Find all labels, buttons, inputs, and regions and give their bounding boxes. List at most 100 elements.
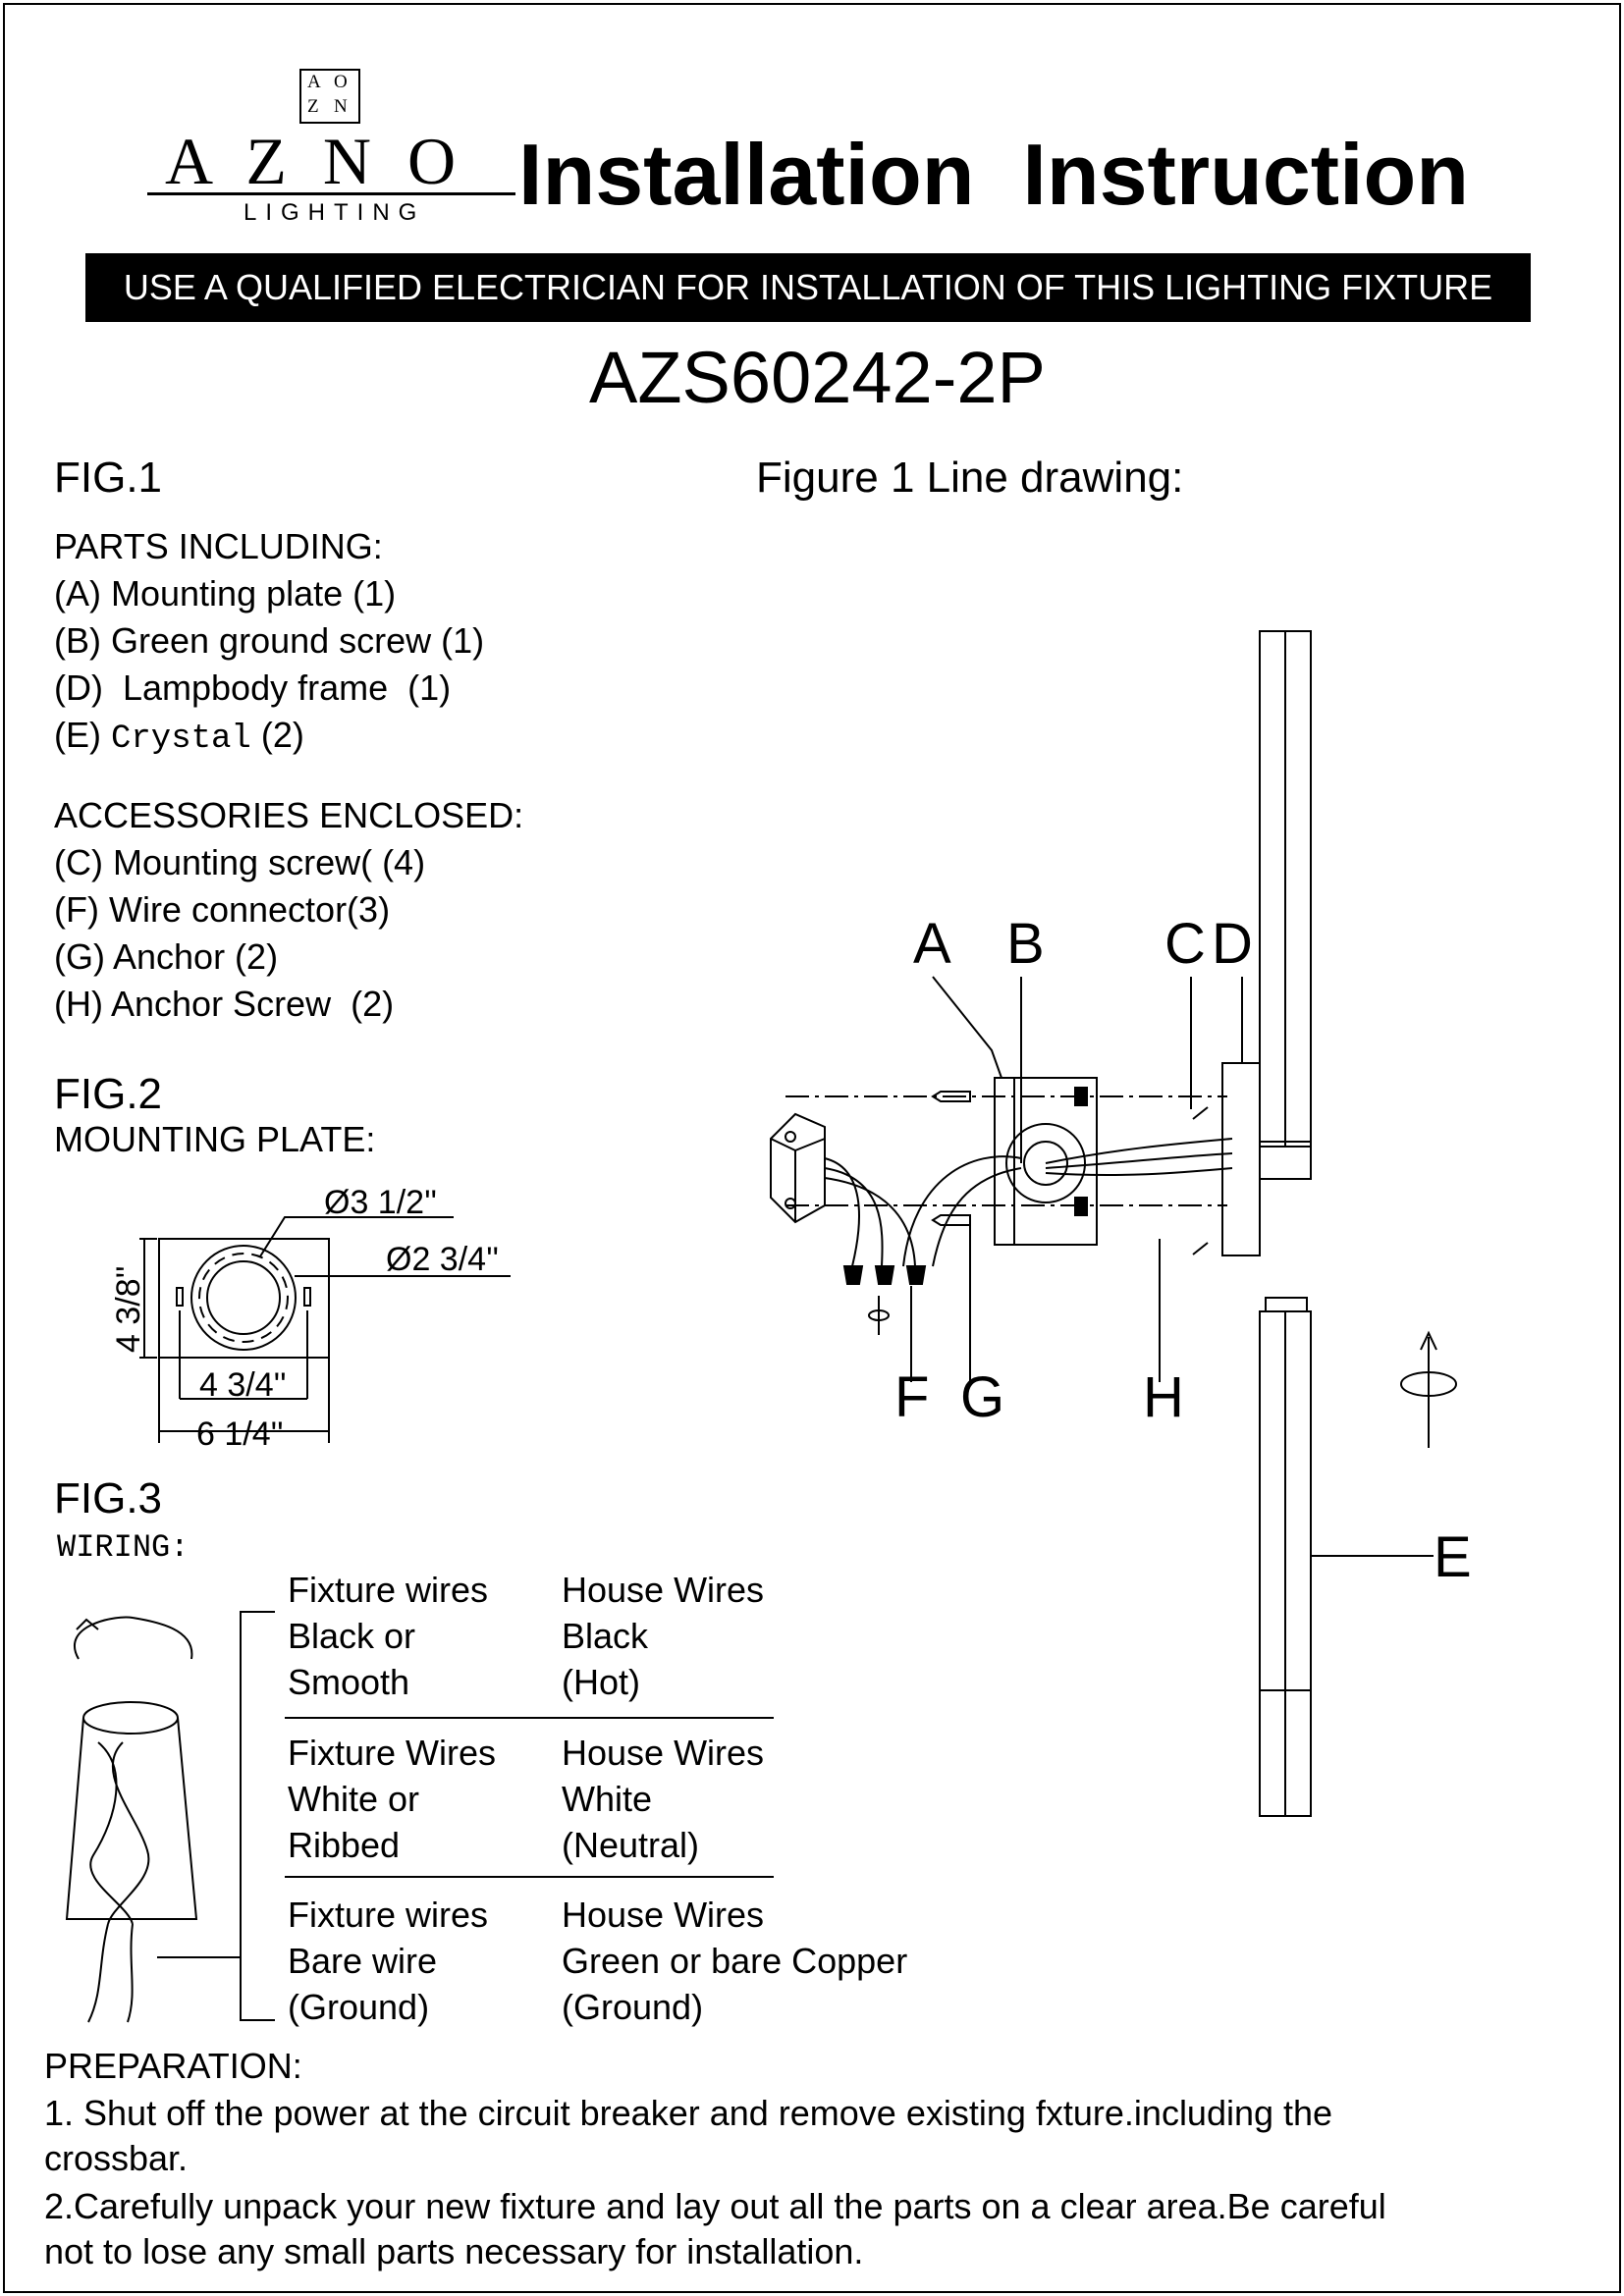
page-title: Installation Instruction: [518, 126, 1470, 223]
wiring-line: White: [562, 1779, 653, 1819]
wiring-line: Ribbed: [288, 1825, 401, 1865]
plate-outer-circle: [190, 1245, 297, 1351]
wiring-house-cell: House Wires White (Neutral): [562, 1730, 764, 1868]
preparation-step: 2.Carefully unpack your new fixture and …: [44, 2184, 1386, 2274]
wiring-line: (Ground): [562, 1987, 704, 2027]
part-qty: (2): [250, 715, 304, 755]
plate-outline: [158, 1238, 330, 1359]
wire: [932, 1167, 1022, 1267]
logo-subtitle: LIGHTING: [244, 199, 426, 226]
dim-outer-diameter: Ø3 1/2'': [324, 1184, 437, 1221]
wire: [824, 1157, 860, 1267]
callout-label: C: [1164, 912, 1206, 976]
logo-box-letter: N: [334, 96, 348, 117]
accessories-heading: ACCESSORIES ENCLOSED:: [54, 795, 524, 835]
safety-banner-text: USE A QUALIFIED ELECTRICIAN FOR INSTALLA…: [123, 267, 1493, 307]
accessory-item: (H) Anchor Screw (2): [54, 984, 395, 1024]
fig2-heading: MOUNTING PLATE:: [54, 1119, 376, 1159]
dim-inner-diameter: Ø2 3/4'': [386, 1241, 499, 1278]
wiring-house-cell: House Wires Black (Hot): [562, 1567, 764, 1705]
parts-list-item: (E) Crystal (2): [54, 715, 304, 760]
dim-height: 4 3/8'': [110, 1265, 147, 1353]
wire: [1045, 1152, 1233, 1169]
wiring-bracket: [240, 1611, 275, 2021]
callout-label: A: [913, 912, 951, 976]
wiring-line: White or: [288, 1779, 420, 1819]
wiring-house-cell: House Wires Green or bare Copper (Ground…: [562, 1892, 907, 2030]
step-line: not to lose any small parts necessary fo…: [44, 2231, 864, 2271]
wiring-line: Bare wire: [288, 1941, 438, 1981]
callout-label: B: [1006, 912, 1045, 976]
step-line: 1. Shut off the power at the circuit bre…: [44, 2093, 1333, 2133]
wiring-line: Smooth: [288, 1662, 410, 1702]
part-qty: (1): [431, 620, 485, 661]
callout-label: D: [1212, 912, 1253, 976]
wiring-fixture-cell: Fixture wires Bare wire (Ground): [288, 1892, 488, 2030]
logo-box: A O Z N: [299, 69, 360, 124]
part-name: Mounting plate: [111, 573, 344, 614]
wiring-line: House Wires: [562, 1895, 765, 1935]
part-prefix: (A): [54, 573, 111, 614]
wiring-line: Fixture wires: [288, 1895, 489, 1935]
wire-connector: [842, 1265, 864, 1285]
wiring-line: House Wires: [562, 1570, 765, 1610]
plate-ring-outer: [1005, 1123, 1086, 1203]
fig3-heading: WIRING:: [57, 1529, 189, 1566]
part-qty: (1): [343, 573, 397, 614]
anchor-screw: [1074, 1087, 1088, 1106]
plate-ring-inner: [1023, 1141, 1068, 1186]
wiring-line: Green or bare Copper: [562, 1941, 908, 1981]
wire: [902, 1155, 1022, 1267]
wire-connector: [874, 1265, 895, 1285]
connector-cap-top: [82, 1701, 179, 1735]
part-name: Green ground screw: [111, 620, 432, 661]
anchor-screw: [1074, 1197, 1088, 1216]
wiring-line: (Neutral): [562, 1825, 700, 1865]
logo-wordmark: A Z N O: [165, 124, 466, 198]
logo-underline: [147, 192, 515, 195]
part-name: Lampbody frame: [122, 667, 389, 708]
wiring-fixture-cell: Fixture wires Black or Smooth: [288, 1567, 488, 1705]
dim-leader: [259, 1216, 454, 1257]
wiring-line: House Wires: [562, 1733, 765, 1773]
step-line: crossbar.: [44, 2138, 189, 2178]
preparation-step: 1. Shut off the power at the circuit bre…: [44, 2091, 1332, 2181]
parts-list-item: (B) Green ground screw (1): [54, 620, 484, 662]
logo-box-letter: A: [307, 72, 321, 92]
mounting-screw: [1192, 1106, 1209, 1120]
wiring-line: Black or: [288, 1616, 416, 1656]
dim-hole-spacing: 4 3/4'': [199, 1366, 287, 1404]
accessory-item: (G) Anchor (2): [54, 936, 279, 977]
wiring-line: Black: [562, 1616, 649, 1656]
parts-list-item: (A) Mounting plate (1): [54, 573, 396, 614]
mounting-plate: [1013, 1077, 1098, 1246]
wire: [1045, 1138, 1233, 1164]
preparation-heading: PREPARATION:: [44, 2046, 302, 2086]
wire: [824, 1167, 884, 1267]
anchor: [931, 1091, 971, 1102]
callout-label: F: [894, 1365, 929, 1429]
part-prefix: (E): [54, 715, 111, 755]
fig1-drawing-title: Figure 1 Line drawing:: [756, 454, 1184, 502]
part-name: Crystal: [111, 721, 251, 758]
accessory-item: (C) Mounting screw( (4): [54, 842, 426, 882]
junction-box: [770, 1112, 826, 1224]
anchor: [931, 1214, 971, 1226]
part-prefix: (B): [54, 620, 111, 661]
dim-width: 6 1/4'': [196, 1415, 284, 1453]
logo-box-letter: Z: [307, 96, 319, 117]
wiring-line: (Ground): [288, 1987, 430, 2027]
safety-banner: USE A QUALIFIED ELECTRICIAN FOR INSTALLA…: [85, 253, 1531, 322]
parts-heading: PARTS INCLUDING:: [54, 526, 383, 566]
mounting-screw: [1192, 1242, 1209, 1255]
model-number: AZS60242-2P: [589, 337, 1046, 418]
part-prefix: (D): [54, 667, 123, 708]
callout-leader: [932, 976, 1002, 1079]
accessory-item: (F) Wire connector(3): [54, 889, 391, 930]
wiring-fixture-cell: Fixture Wires White or Ribbed: [288, 1730, 496, 1868]
wiring-line: Fixture wires: [288, 1570, 489, 1610]
wire-connector: [905, 1265, 927, 1285]
wiring-line: Fixture Wires: [288, 1733, 497, 1773]
